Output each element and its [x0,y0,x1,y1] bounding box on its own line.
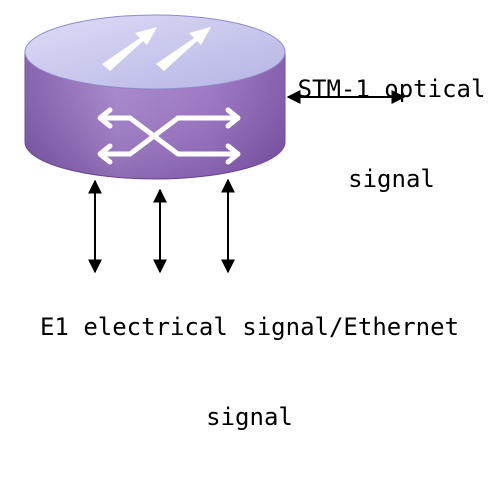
e1-ethernet-signal-label: E1 electrical signal/Ethernet signal [0,252,499,492]
e1-label-line-2: signal [206,403,293,431]
cross-connect-arrows-icon [97,107,241,165]
stm1-label-line-2: signal [348,165,435,193]
device-cylinder [24,14,286,180]
cylinder-side-shade [25,52,285,179]
top-arrow-right [156,27,211,71]
e1-label-line-1: E1 electrical signal/Ethernet [39,313,460,341]
double-diagonal-arrows-icon [102,27,211,71]
network-element-diagram: STM-1 optical signal E1 electrical signa… [24,14,499,431]
stm1-label-line-1: STM-1 optical [297,75,486,103]
top-arrow-left [102,27,157,71]
stm1-optical-signal-label: STM-1 optical signal [284,14,499,254]
cylinder-top [24,14,286,90]
diagram-svg [24,14,406,274]
